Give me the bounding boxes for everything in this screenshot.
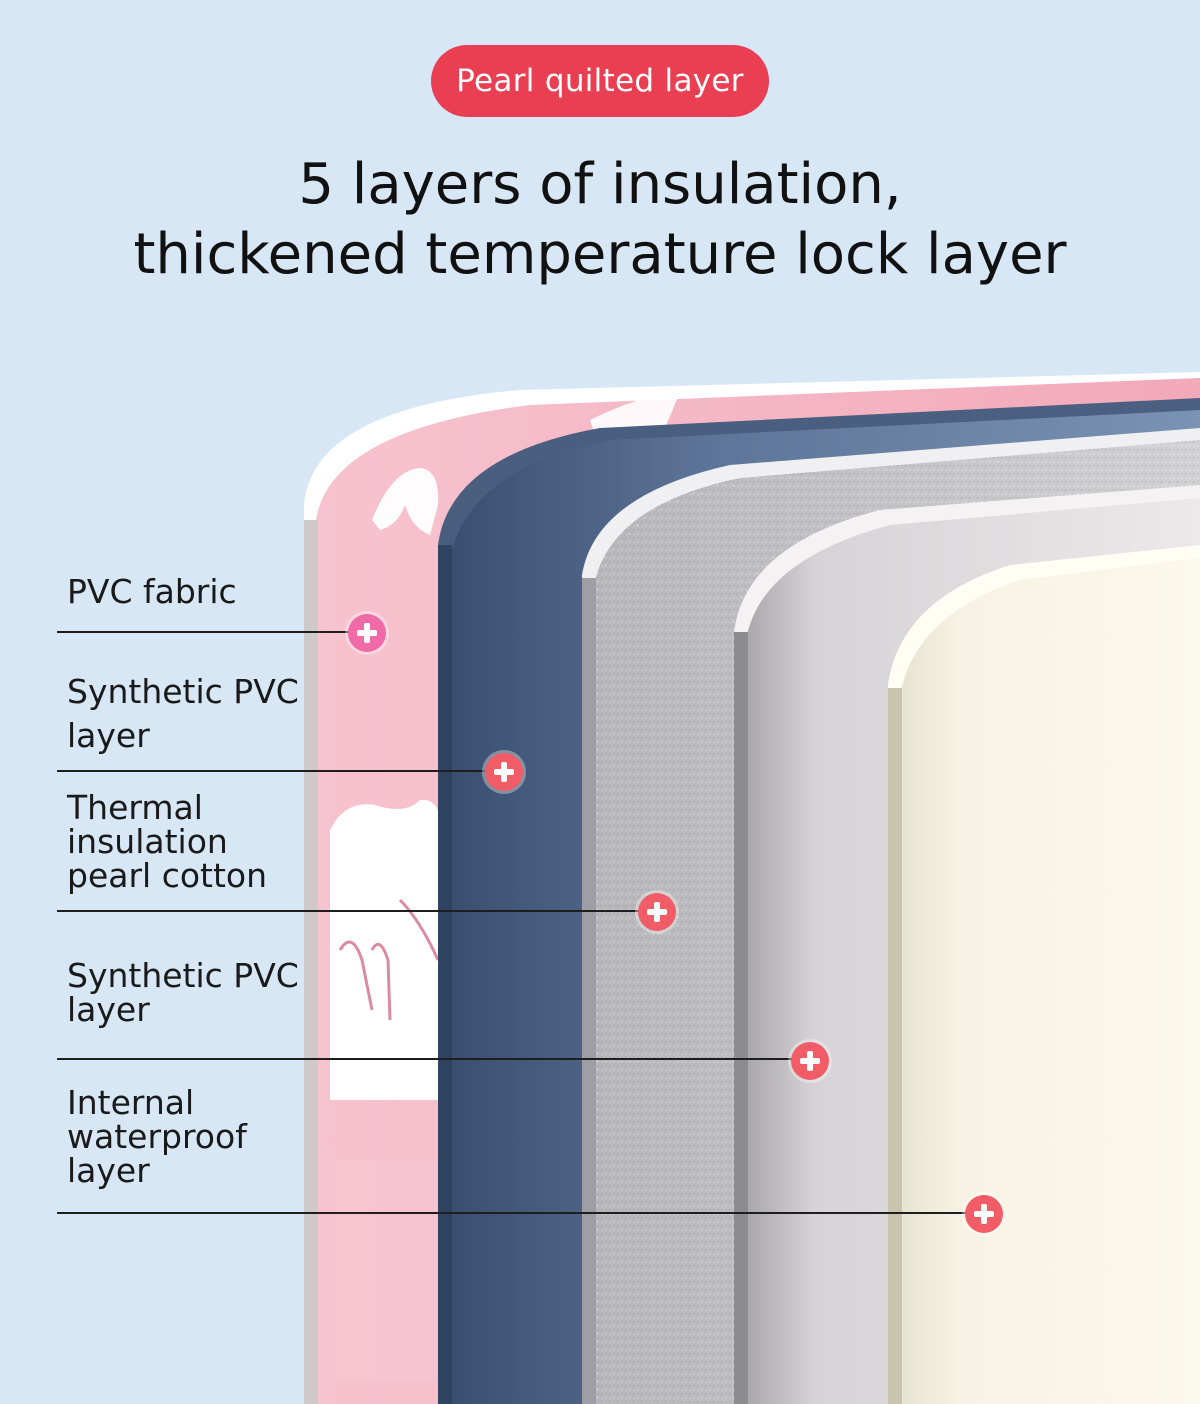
layer-2-label: Synthetic PVC layer bbox=[67, 670, 299, 758]
layer-3-label-line-3: pearl cotton bbox=[67, 856, 268, 895]
layer-5-label: Internal waterproof layer bbox=[67, 1086, 247, 1188]
headline-line-2: thickened temperature lock layer bbox=[133, 222, 1067, 287]
plus-icon[interactable] bbox=[485, 753, 523, 791]
layer-5-label-line-1: Internal bbox=[67, 1083, 195, 1122]
layer-5-leader-line bbox=[57, 1212, 983, 1214]
layer-3-label-line-1: Thermal bbox=[67, 788, 203, 827]
plus-icon[interactable] bbox=[965, 1195, 1003, 1233]
headline-line-1: 5 layers of insulation, bbox=[298, 152, 902, 217]
layer-4-label: Synthetic PVC layer bbox=[67, 959, 299, 1027]
layer-1-label: PVC fabric bbox=[67, 574, 237, 610]
layer-3-label: Thermal insulation pearl cotton bbox=[67, 791, 267, 893]
layer-3-leader-line bbox=[57, 910, 659, 912]
layer-1-label-line-1: PVC fabric bbox=[67, 572, 237, 611]
layer-2-label-line-1: Synthetic PVC bbox=[67, 672, 299, 711]
pearl-quilted-layer-badge: Pearl quilted layer bbox=[431, 45, 769, 117]
layer-2-label-line-2: layer bbox=[67, 716, 150, 755]
layer-4-label-line-2: layer bbox=[67, 990, 150, 1029]
layer-4-label-line-1: Synthetic PVC bbox=[67, 956, 299, 995]
plus-icon[interactable] bbox=[791, 1042, 829, 1080]
layer-4-leader-line bbox=[57, 1058, 811, 1060]
layer-3-label-line-2: insulation bbox=[67, 822, 228, 861]
layer-2-leader-line bbox=[57, 770, 507, 772]
layer-5-label-line-2: waterproof bbox=[67, 1117, 247, 1156]
layer-5-label-line-3: layer bbox=[67, 1151, 150, 1190]
plus-icon[interactable] bbox=[638, 893, 676, 931]
plus-icon[interactable] bbox=[348, 614, 386, 652]
layer-1-leader-line bbox=[57, 631, 369, 633]
